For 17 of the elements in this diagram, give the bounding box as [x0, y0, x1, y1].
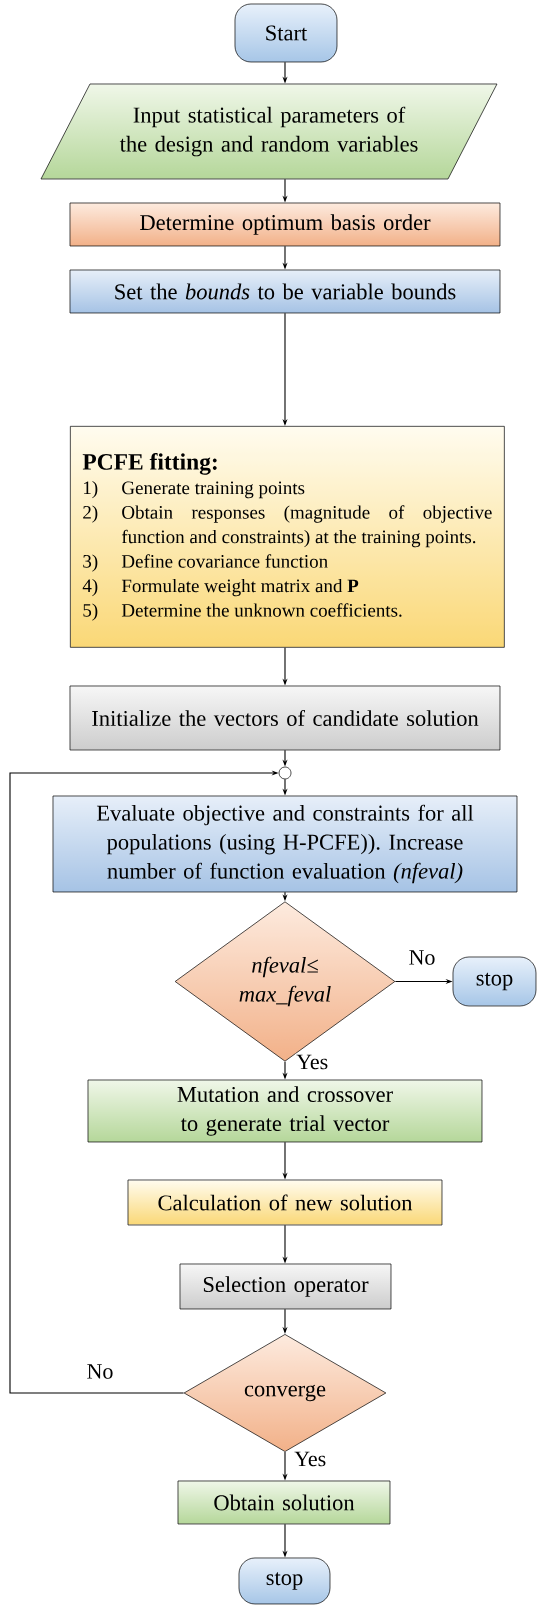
input-parallelogram: Input statistical parameters of the design and random variables: [40, 83, 498, 180]
process-box: Selection operator: [179, 1263, 392, 1310]
terminal-box: Start: [234, 3, 338, 63]
edge-label: Yes: [295, 1053, 330, 1071]
process-box: Calculation of new solution: [127, 1179, 443, 1226]
terminal-box: stop: [238, 1557, 331, 1605]
edge-label: No: [85, 1363, 115, 1380]
process-box: Determine optimum basis order: [69, 202, 501, 247]
process-box: Initialize the vectors of candidate solution: [69, 685, 501, 751]
terminal-box: stop: [452, 956, 537, 1007]
edge-label: Yes: [293, 1450, 328, 1468]
process-box: Mutation and crossover to generate trial vector: [87, 1079, 483, 1143]
process-box: Evaluate objective and constraints for all populations (using H-PCFE)). Increase number of function evaluation (nfeval): [52, 795, 518, 893]
edge-label: No: [407, 949, 437, 966]
process-box: PCFE fitting: 1) Generate training points 2) Obtain responses (magnitude of objective function and constraints) at the training points. 3) Define covariance function 4) Formulate weight matrix and P 5) Determine the unknown coefficients.: [70, 426, 505, 648]
process-box: Obtain solution: [177, 1480, 391, 1525]
process-box: Set the bounds to be variable bounds: [69, 269, 501, 314]
